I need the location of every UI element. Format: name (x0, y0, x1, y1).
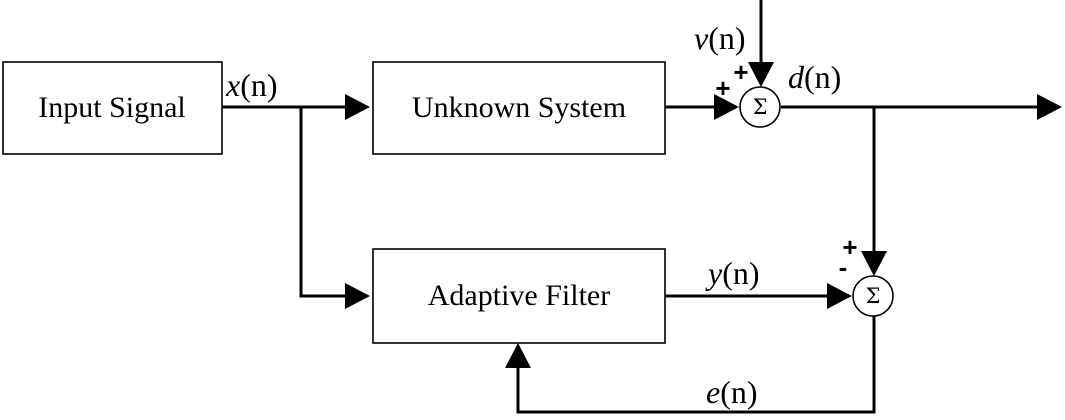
top-sum-symbol: Σ (753, 95, 768, 119)
adaptive-filter-label: Adaptive Filter (428, 279, 610, 312)
arrowhead-to-unknown (345, 94, 370, 120)
unknown-system-block (372, 61, 666, 155)
arrowhead-to-error-sum-top (861, 251, 887, 276)
signal-v-label: v(n) (694, 20, 746, 56)
input-signal-block (2, 61, 223, 155)
wire-branch-to-adaptive (299, 107, 350, 298)
top-sum-sign-left: + (715, 73, 730, 103)
arrowhead-noise-to-sum (748, 62, 774, 87)
top-sum-sign-top: + (733, 57, 748, 87)
wire-error-feedback (516, 316, 876, 414)
unknown-system-label: Unknown System (412, 91, 626, 124)
arrowhead-to-adaptive-bottom (505, 343, 531, 368)
error-sum-sign-plus: + (842, 232, 857, 262)
arrowhead-to-error-sum-left (827, 283, 852, 309)
arrowhead-to-top-sum (714, 94, 739, 120)
signal-d-label: d(n) (788, 59, 841, 95)
signal-x-label: x(n) (225, 67, 278, 103)
signal-y-label: y(n) (705, 255, 760, 291)
signal-e-label: e(n) (706, 374, 758, 410)
top-summing-junction (739, 86, 781, 128)
adaptive-filter-block (372, 248, 666, 344)
error-sum-symbol: Σ (866, 284, 881, 308)
error-summing-junction (852, 275, 894, 317)
error-sum-sign-minus: - (839, 252, 848, 282)
input-signal-label: Input Signal (38, 91, 186, 124)
arrowhead-output (1037, 94, 1062, 120)
arrowhead-to-adaptive (345, 283, 370, 309)
